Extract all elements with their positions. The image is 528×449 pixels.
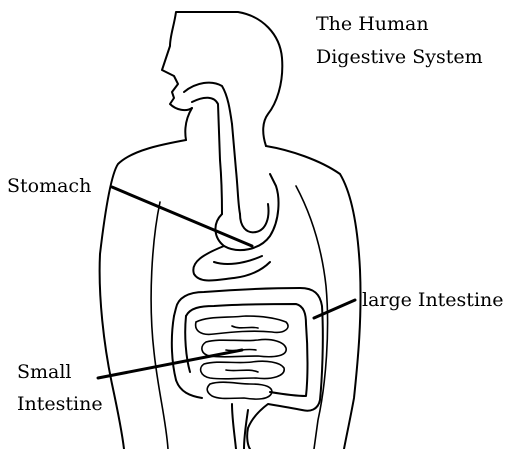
large-intestine-label: large Intestine	[362, 288, 504, 312]
diagram-title-line-2: Digestive System	[316, 45, 483, 69]
large-intestine-left-side	[172, 316, 202, 398]
esophagus-right	[232, 124, 240, 214]
large-intestine-outer	[174, 288, 323, 449]
small-intestine-coil-4	[207, 382, 272, 399]
stomach-label: Stomach	[7, 174, 91, 198]
rectum-outline	[232, 404, 248, 449]
small-intestine-label-line-2: Intestine	[17, 392, 103, 416]
left-arm-line	[151, 202, 168, 449]
stomach-leader-line	[112, 187, 252, 246]
neck-outline	[185, 108, 192, 140]
oral-cavity	[184, 83, 232, 124]
esophagus-left	[192, 98, 222, 214]
large-intestine-leader-line	[314, 300, 355, 318]
torso-outline-right	[266, 146, 361, 449]
duodenum-outline	[193, 246, 270, 281]
diagram-title-line-1: The Human	[316, 12, 429, 36]
small-intestine-label-line-1: Small	[17, 360, 72, 384]
small-intestine-leader-line	[98, 350, 242, 378]
stomach-outline	[215, 174, 278, 250]
small-intestine-coil-1	[196, 316, 288, 334]
head-outline	[162, 12, 282, 146]
